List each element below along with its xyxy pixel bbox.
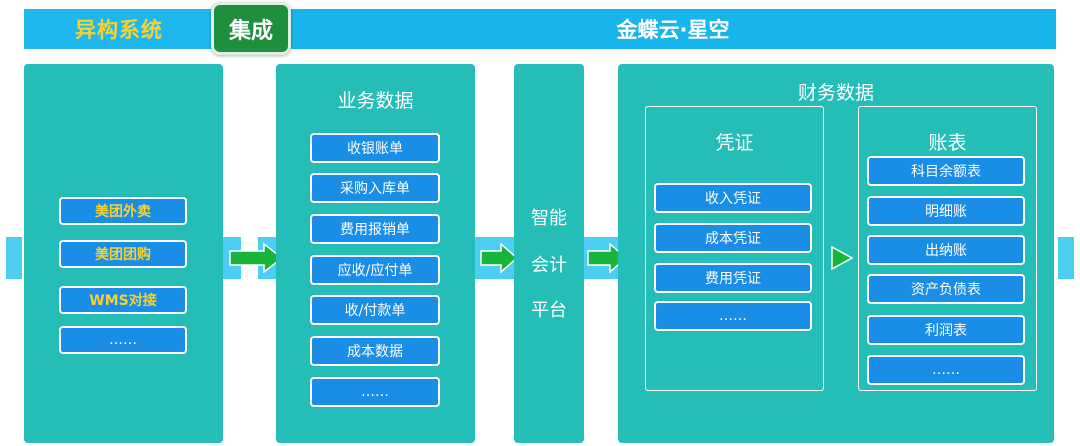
accounting-platform-panel xyxy=(514,64,584,443)
financial-data-title: 财务数据 xyxy=(797,82,874,104)
integrate-badge: 集成 xyxy=(211,2,291,55)
reports-title: 账表 xyxy=(928,132,967,154)
flow-arrow-1-icon xyxy=(229,242,284,274)
report-item-balance-sheet: 资产负债表 xyxy=(867,274,1025,304)
left-edge-connector xyxy=(6,237,22,279)
business-item-cost-data: 成本数据 xyxy=(310,336,440,366)
business-item-receivable-payable: 应收/应付单 xyxy=(310,255,440,285)
header-left-segment xyxy=(24,9,214,49)
source-item-more: …… xyxy=(59,326,187,354)
report-item-subject-balance: 科目余额表 xyxy=(867,156,1025,186)
voucher-item-cost: 成本凭证 xyxy=(654,223,812,253)
voucher-item-income: 收入凭证 xyxy=(654,183,812,213)
voucher-item-more: …… xyxy=(654,301,812,331)
report-item-more: …… xyxy=(867,355,1025,385)
vouchers-title: 凭证 xyxy=(715,132,754,154)
platform-line-3: 平台 xyxy=(531,300,567,321)
report-item-income-statement: 利润表 xyxy=(867,315,1025,345)
business-data-title: 业务数据 xyxy=(337,90,414,112)
voucher-to-report-arrow-icon xyxy=(831,245,854,271)
source-item-meituan-tuangou: 美团团购 xyxy=(59,240,187,268)
business-item-more: …… xyxy=(310,377,440,407)
source-item-meituan-waimai: 美团外卖 xyxy=(59,197,187,225)
flow-arrow-2-icon xyxy=(480,242,519,274)
product-title: 金蝶云·星空 xyxy=(616,18,730,42)
report-item-cashier-ledger: 出纳账 xyxy=(867,235,1025,265)
heterogeneous-systems-title: 异构系统 xyxy=(75,18,163,42)
platform-line-2: 会计 xyxy=(531,255,567,276)
business-item-purchase-receipt: 采购入库单 xyxy=(310,173,440,203)
business-item-expense-claim: 费用报销单 xyxy=(310,214,440,244)
report-item-detail-ledger: 明细账 xyxy=(867,196,1025,226)
business-item-receipt-payment: 收/付款单 xyxy=(310,295,440,325)
right-edge-connector xyxy=(1058,237,1074,279)
business-item-cashier-bill: 收银账单 xyxy=(310,133,440,163)
voucher-item-expense: 费用凭证 xyxy=(654,263,812,293)
source-item-wms: WMS对接 xyxy=(59,286,187,314)
platform-line-1: 智能 xyxy=(531,208,567,229)
